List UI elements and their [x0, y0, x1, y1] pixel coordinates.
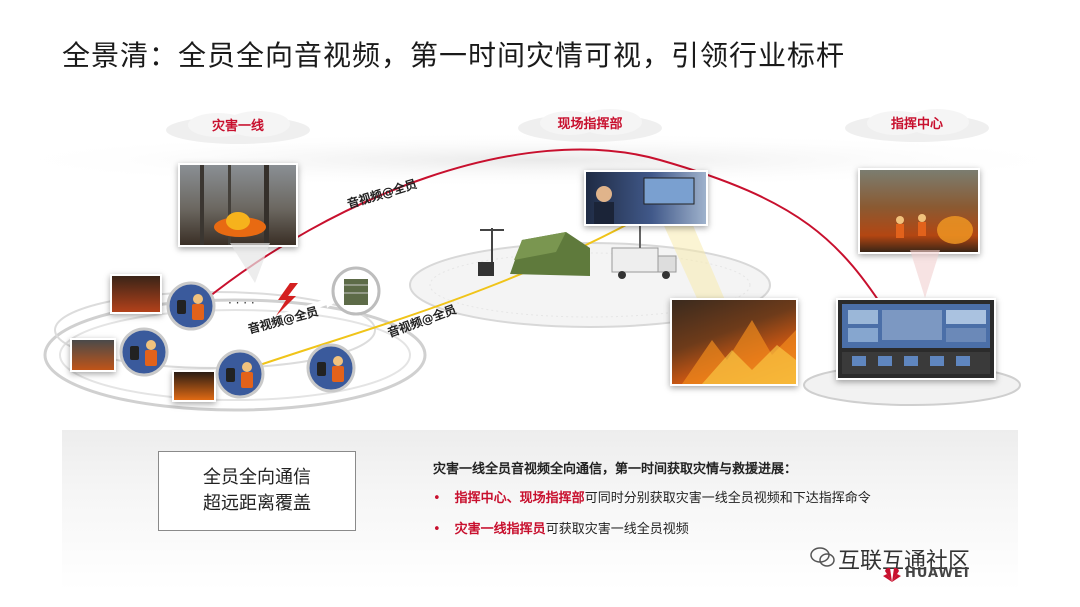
bullet-2-highlight: 灾害一线指挥员: [454, 522, 546, 537]
lightning-icon: [276, 283, 298, 316]
field-command-ring: [429, 252, 751, 318]
fire-thumbnail-3: [172, 370, 216, 402]
feature-box: 全员全向通信 超远距离覆盖: [158, 451, 356, 531]
bullet-1-highlight: 指挥中心、现场指挥部: [454, 491, 585, 506]
command-post-photo: [584, 170, 708, 226]
red-link-arc: [204, 148, 891, 319]
cloud-icon: [166, 111, 310, 144]
fire-thumbnail-2: [70, 338, 116, 372]
command-center-video-wall: [836, 298, 996, 380]
base-station-node: [331, 266, 381, 316]
frontline-platform-outer: [43, 298, 427, 412]
field-command-equipment: [478, 218, 677, 279]
large-fire-photo: [670, 298, 798, 386]
command-center-fire-photo: [858, 168, 980, 254]
firefighter-terminal-1: [166, 281, 216, 331]
bullet-icon: •: [433, 491, 441, 506]
description-block: 灾害一线全员音视频全向通信，第一时间获取灾情与救援进展： • 指挥中心、现场指挥部…: [433, 458, 871, 549]
feature-line-1: 全员全向通信: [203, 467, 311, 488]
firefighter-terminal-2: [119, 327, 169, 377]
huawei-logo-icon: [883, 567, 901, 582]
bullet-1-text: 可同时分别获取灾害一线全员视频和下达指挥命令: [584, 491, 871, 506]
fire-thumbnail-1: [110, 274, 162, 314]
bullet-2-text: 可获取灾害一线全员视频: [545, 522, 689, 537]
white-arrowhead: [325, 292, 340, 308]
photo-connector: [910, 250, 940, 298]
frontline-platform-inner: [59, 309, 411, 401]
huawei-brand: HUAWEI: [905, 566, 970, 581]
cloud-icon: [845, 109, 989, 142]
feature-line-2: 超远距离覆盖: [203, 493, 311, 514]
photo-connector: [230, 243, 270, 283]
description-heading: 灾害一线全员音视频全向通信，第一时间获取灾情与救援进展：: [433, 462, 798, 477]
firefighter-terminal-3: [215, 349, 265, 399]
command-center-label: 指挥中心: [890, 117, 943, 132]
forest-fire-photo: [178, 163, 298, 247]
cloud-icon: [518, 109, 662, 142]
ellipsis-dots: · · · ·: [228, 296, 255, 310]
yellow-link-line: [244, 194, 681, 371]
firefighter-terminal-4: [306, 343, 356, 393]
field-command-label: 现场指挥部: [557, 117, 623, 132]
bullet-icon: •: [433, 522, 441, 537]
watermark-text: 互联互通社区: [838, 549, 971, 574]
wechat-icon: [810, 547, 835, 567]
description-bullet-1: • 指挥中心、现场指挥部可同时分别获取灾害一线全员视频和下达指挥命令: [433, 487, 871, 506]
white-link-arrow: [194, 297, 334, 341]
field-command-cloud: 现场指挥部: [515, 108, 665, 144]
description-bullet-2: • 灾害一线指挥员可获取灾害一线全员视频: [433, 518, 871, 537]
command-center-cloud: 指挥中心: [842, 108, 992, 144]
frontline-label: 灾害一线: [211, 119, 264, 134]
slide-title: 全景清：全员全向音视频，第一时间灾情可视，引领行业标杆: [62, 39, 846, 72]
frontline-cloud: 灾害一线: [163, 110, 313, 146]
